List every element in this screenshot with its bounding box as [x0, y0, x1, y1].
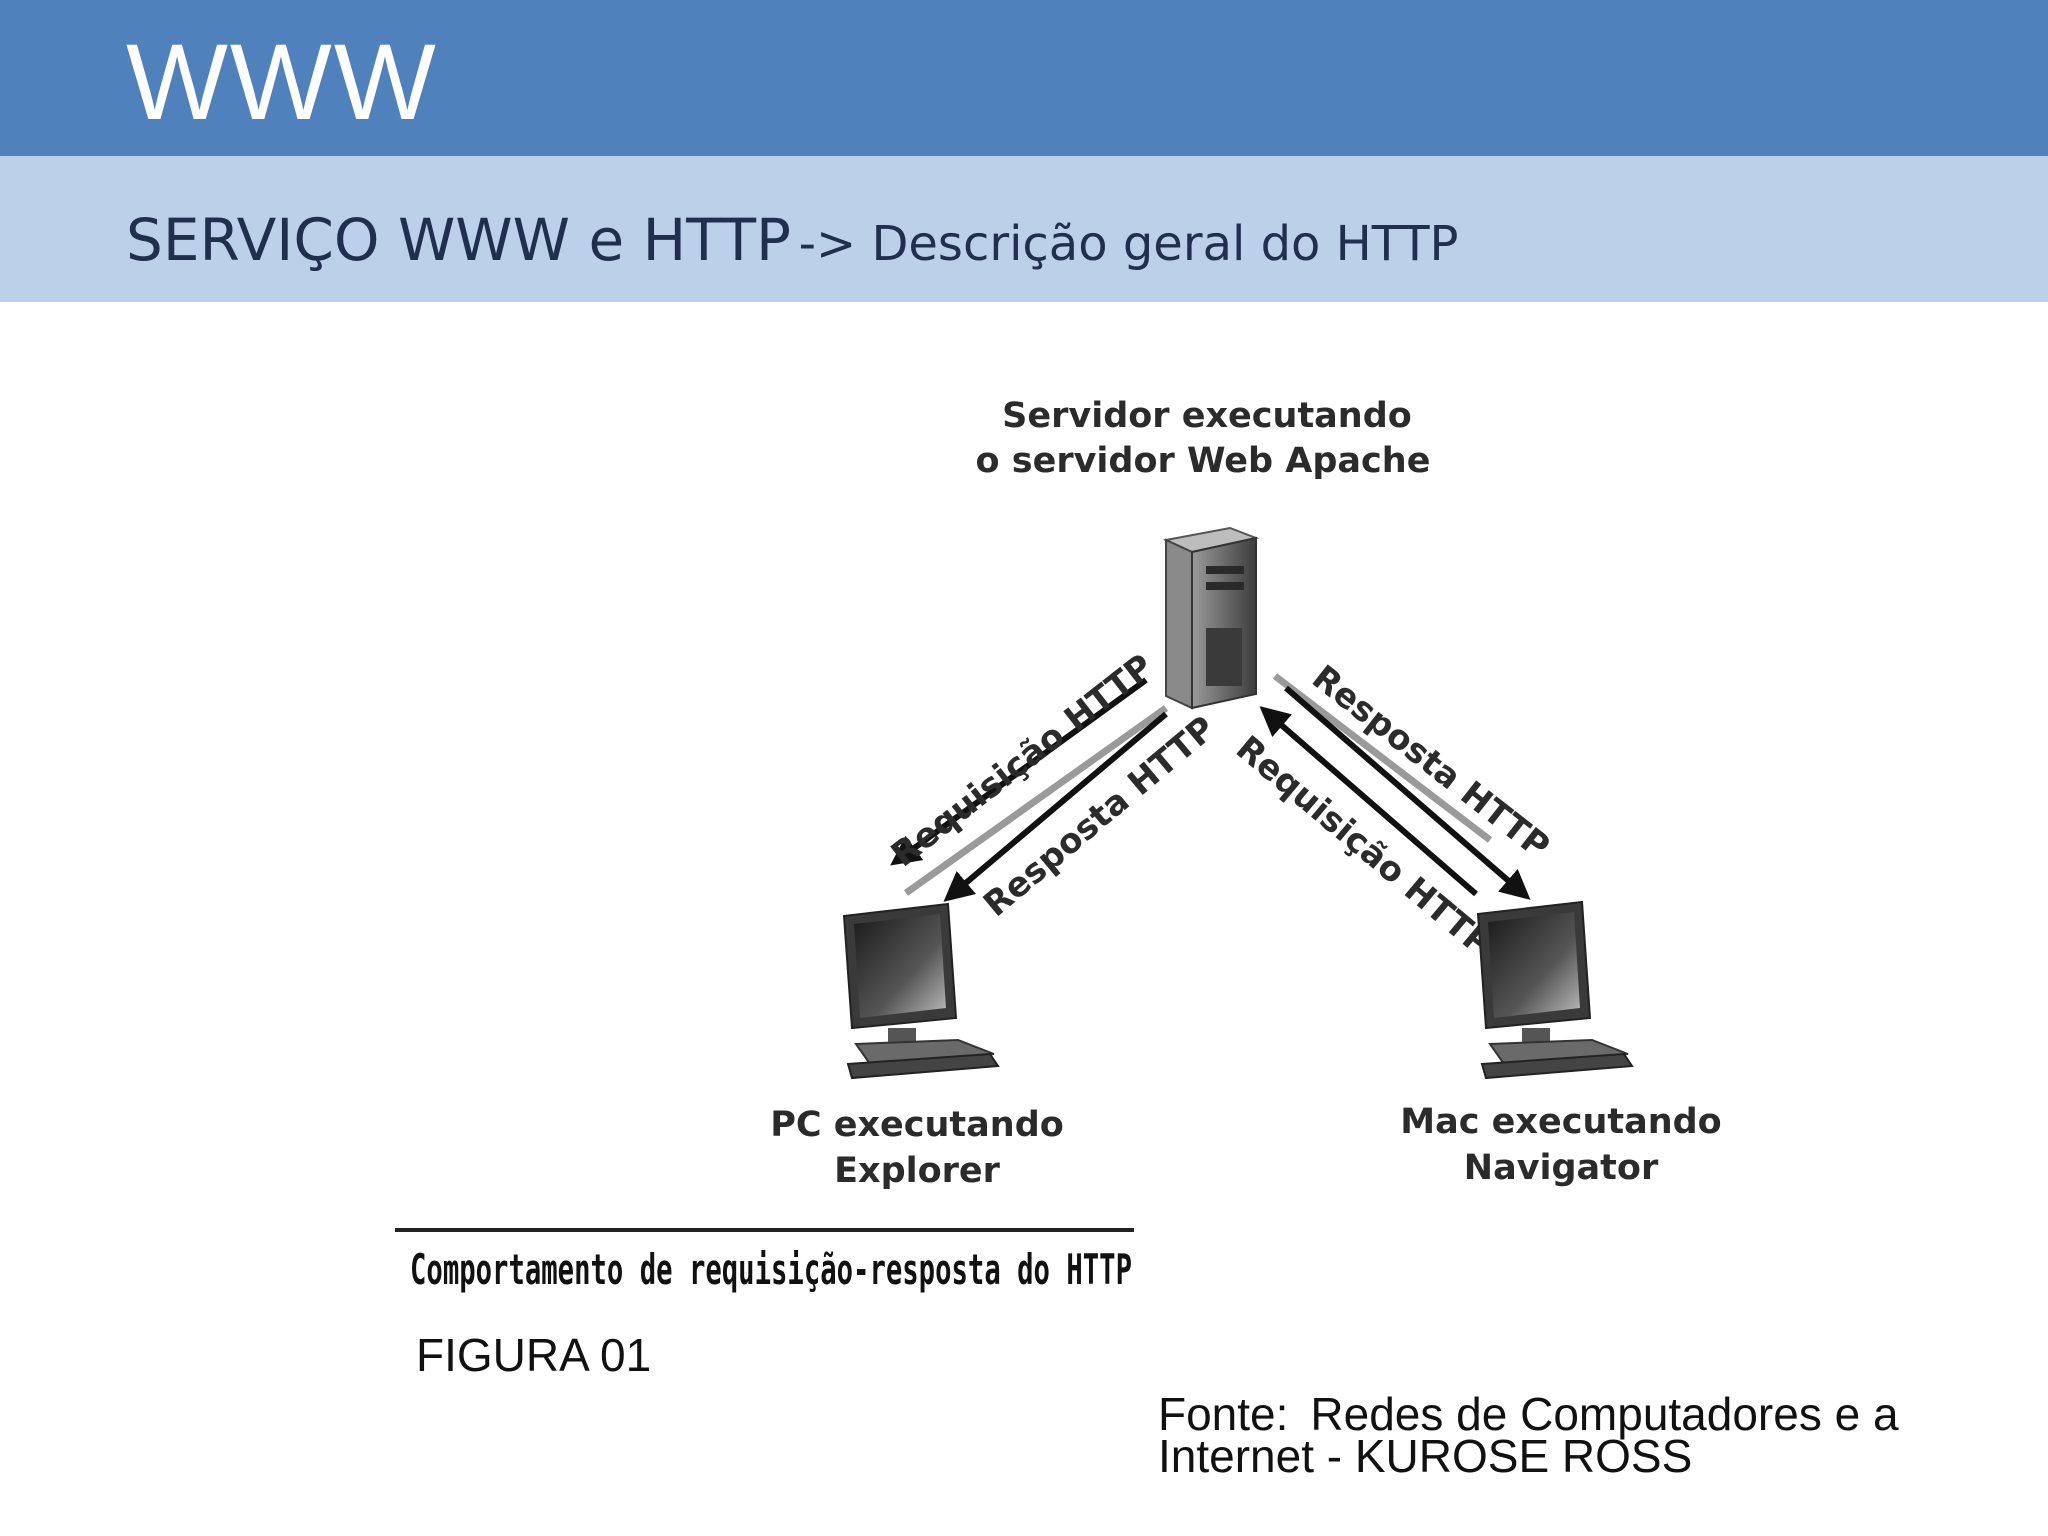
- server-label-line1: Servidor executando: [1002, 396, 1412, 436]
- server-label-line2: o servidor Web Apache: [976, 441, 1431, 481]
- pc-label-line1: PC executando: [770, 1105, 1064, 1145]
- figure-label: FIGURA 01: [416, 1329, 652, 1381]
- source-line2: Internet - KUROSE ROSS: [1158, 1430, 1693, 1482]
- mac-computer-icon: [1476, 900, 1634, 1080]
- pc-label-line2: Explorer: [834, 1151, 1001, 1191]
- left-link: [890, 677, 1169, 902]
- subtitle-detail: -> Descrição geral do HTTP: [798, 216, 1459, 272]
- right-link: [1259, 673, 1531, 900]
- subtitle-main: SERVIÇO WWW e HTTP: [126, 206, 791, 274]
- figure-caption: Comportamento de requisição-resposta do …: [410, 1245, 1132, 1294]
- left-request-label: Requisição HTTP: [884, 646, 1161, 875]
- subtitle-bar: [0, 156, 2048, 302]
- mac-label-line2: Navigator: [1464, 1148, 1659, 1188]
- pc-computer-icon: [842, 902, 1000, 1080]
- source-line1: Redes de Computadores e a: [1310, 1388, 1899, 1440]
- mac-label-line1: Mac executando: [1400, 1102, 1721, 1142]
- title-bar: [0, 0, 2048, 156]
- server-icon: [1162, 526, 1260, 710]
- source-prefix: Fonte:: [1158, 1388, 1289, 1440]
- slide-subtitle: SERVIÇO WWW e HTTP -> Descrição geral do…: [126, 205, 1459, 287]
- slide-title: WWW: [126, 21, 438, 142]
